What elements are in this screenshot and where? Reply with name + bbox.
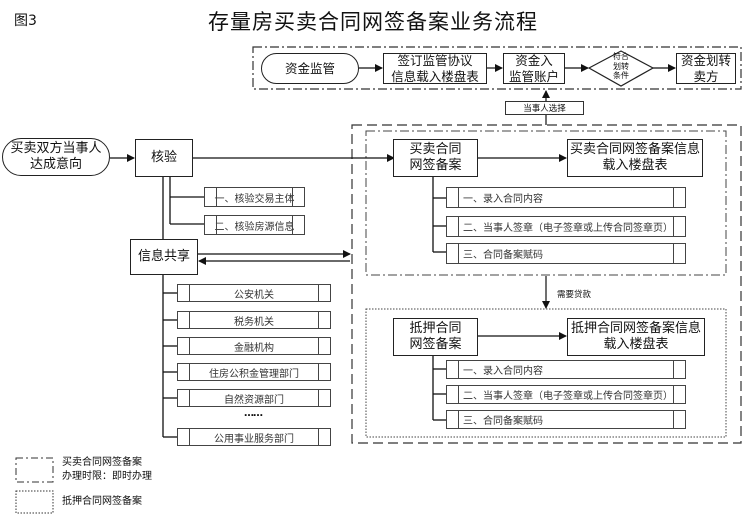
funds-to-supervision-account: 资金入 监管账户 <box>503 53 565 84</box>
share-item-ellipsis: …… <box>244 408 263 419</box>
diagram-title: 存量房买卖合同网签备案业务流程 <box>208 10 538 34</box>
share-item: 税务机关 <box>177 311 331 329</box>
sign-supervision-agreement: 签订监管协议 信息载入楼盘表 <box>383 53 487 84</box>
figure-label: 图3 <box>14 13 37 29</box>
share-item: 住房公积金管理部门 <box>177 363 331 381</box>
info-share-node: 信息共享 <box>130 239 198 275</box>
sale-contract-step: 二、当事人签章（电子签章或上传合同签章页） <box>446 216 686 237</box>
parties-reach-agreement: 买卖双方当事人 达成意向 <box>2 138 110 176</box>
sale-contract-step: 三、合同备案赋码 <box>446 243 686 264</box>
party-choice-label: 当事人选择 <box>505 101 584 115</box>
share-item: 自然资源部门 <box>177 389 331 407</box>
mortgage-contract-node: 抵押合同 网签备案 <box>393 318 478 356</box>
sale-contract-result: 买卖合同网签备案信息 载入楼盘表 <box>567 139 703 177</box>
share-item: 公安机关 <box>177 284 331 302</box>
verify-item: 一、核验交易主体 <box>204 187 305 207</box>
fund-supervision-start: 资金监管 <box>261 53 359 84</box>
share-item: 公用事业服务部门 <box>177 428 331 446</box>
share-item: 金融机构 <box>177 337 331 355</box>
legend-swatch-dashdot <box>15 457 54 483</box>
fund-supervision-frame <box>252 46 742 90</box>
mortgage-contract-step: 二、当事人签章（电子签章或上传合同签章页） <box>446 385 686 404</box>
need-loan-label: 需要贷款 <box>557 290 592 300</box>
mortgage-contract-step: 一、录入合同内容 <box>446 360 686 379</box>
mortgage-contract-frame <box>365 308 727 438</box>
mortgage-contract-step: 三、合同备案赋码 <box>446 410 686 429</box>
mortgage-contract-result: 抵押合同网签备案信息 载入楼盘表 <box>567 318 705 356</box>
transfer-condition-decision: 符合 划转 条件 <box>613 52 629 81</box>
legend-swatch-dotted <box>15 490 54 514</box>
sale-contract-frame <box>365 130 727 276</box>
verify-item: 二、核验房源信息 <box>204 215 305 235</box>
verify-node: 核验 <box>135 139 193 177</box>
legend-dotted-label: 抵押合同网签备案 <box>62 496 142 507</box>
legend-dashdot-label: 买卖合同网签备案 办理时限：即时办理 <box>62 457 152 482</box>
sale-contract-node: 买卖合同 网签备案 <box>393 139 478 177</box>
sale-contract-step: 一、录入合同内容 <box>446 187 686 208</box>
funds-to-seller: 资金划转 卖方 <box>676 53 736 84</box>
outer-contract-frame <box>351 124 742 444</box>
